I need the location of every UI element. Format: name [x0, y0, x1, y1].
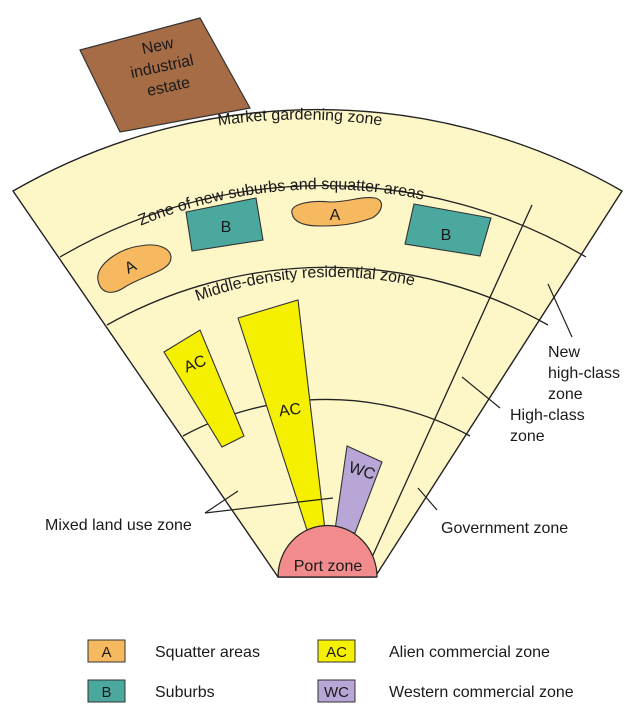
legend-item-suburbs: B Suburbs	[87, 679, 215, 703]
legend-code-western-commercial: WC	[324, 684, 349, 701]
leader-mixed-left	[204, 490, 239, 514]
market-gardening-label: Market gardening zone	[217, 107, 384, 130]
legend-swatch-western-commercial	[317, 679, 356, 703]
suburb-block	[404, 203, 492, 257]
suburb-block-left: B	[185, 197, 264, 252]
western-commercial: WC	[334, 445, 383, 534]
legend-item-alien-commercial: AC Alien commercial zone	[317, 639, 550, 663]
leader-high-class	[461, 376, 501, 409]
legend-item-western-commercial: WC Western commercial zone	[317, 679, 574, 703]
suburb-block-right: B	[404, 203, 492, 257]
legend-swatch-alien-commercial	[317, 639, 356, 663]
western-commercial-block	[334, 445, 383, 534]
leader-government	[417, 487, 438, 511]
suburb-code: B	[441, 227, 452, 244]
squatter-area-left: A	[97, 244, 172, 293]
high-class-divider	[362, 204, 533, 578]
alien-commercial-small: AC	[163, 329, 245, 448]
alien-commercial-block	[163, 329, 245, 448]
squatter-blob	[291, 197, 382, 227]
suburbs-outer-boundary	[59, 184, 587, 258]
industrial-estate: New industrial estate	[79, 17, 251, 133]
leader-new-high-class	[547, 283, 573, 338]
suburb-block	[185, 197, 264, 252]
squatter-blob	[97, 244, 172, 293]
alien-commercial-code: AC	[278, 401, 302, 421]
government-zone-label: Government zone	[441, 520, 568, 537]
leader-mixed-right	[204, 497, 334, 514]
industrial-line-1: New	[140, 35, 175, 58]
middle-density-boundary	[106, 266, 549, 326]
legend: A Squatter areas AC Alien commercial zon…	[87, 639, 574, 703]
legend-label-western-commercial: Western commercial zone	[389, 684, 574, 701]
suburb-code: B	[221, 219, 232, 236]
legend-code-alien-commercial: AC	[326, 644, 347, 661]
squatter-area-right: A	[291, 197, 382, 227]
legend-label-squatter: Squatter areas	[155, 644, 260, 661]
legend-label-suburbs: Suburbs	[155, 684, 215, 701]
alien-commercial-large: AC	[237, 299, 326, 531]
legend-swatch-suburbs	[87, 679, 126, 703]
legend-item-squatter: A Squatter areas	[87, 639, 260, 663]
new-high-class-label: New high-class zone	[548, 344, 624, 403]
legend-code-squatter: A	[101, 644, 111, 661]
port-zone-label: Port zone	[294, 558, 363, 575]
mixed-land-use-label: Mixed land use zone	[45, 517, 192, 534]
port-zone: Port zone	[277, 524, 378, 578]
squatter-code: A	[330, 207, 341, 224]
port-zone-shape	[277, 524, 378, 578]
industrial-estate-block	[79, 17, 251, 133]
legend-label-alien-commercial: Alien commercial zone	[389, 644, 550, 661]
high-class-label: High-class zone	[510, 407, 589, 445]
legend-swatch-squatter	[87, 639, 126, 663]
legend-code-suburbs: B	[101, 684, 111, 701]
